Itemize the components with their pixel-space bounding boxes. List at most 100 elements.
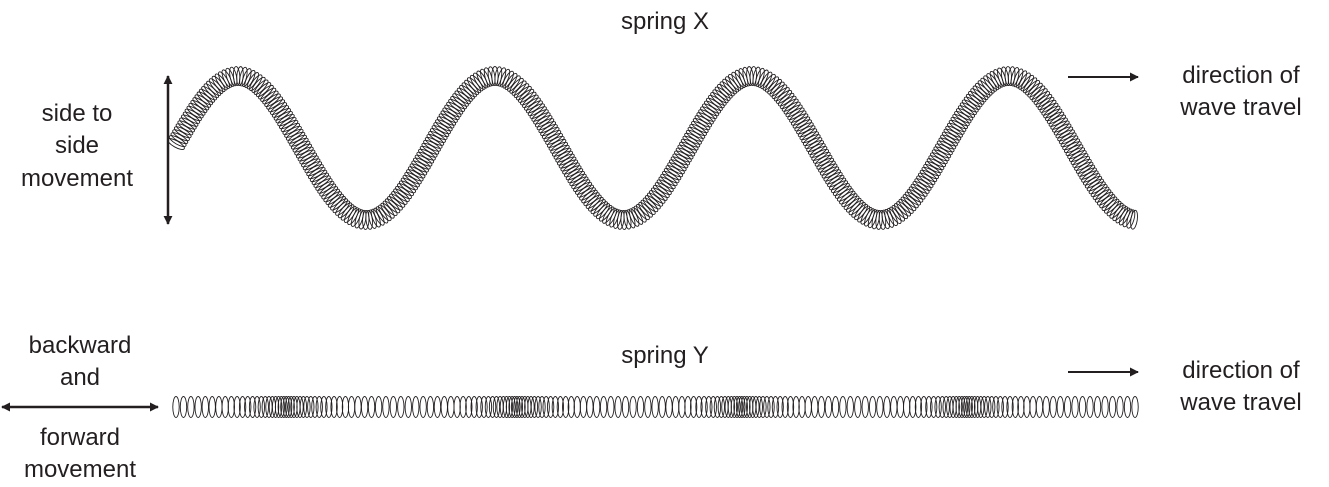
- spring-coil: [968, 396, 976, 418]
- spring-coil: [773, 87, 790, 102]
- spring-coil: [910, 183, 928, 197]
- spring-coil: [233, 396, 241, 418]
- spring-coil: [1041, 102, 1059, 116]
- spring-coil: [878, 210, 887, 230]
- backward-forward-line-2: and: [59, 364, 101, 392]
- spring-coil: [934, 396, 942, 418]
- spring-coil: [374, 396, 383, 418]
- spring-coil: [244, 396, 252, 418]
- spring-coil: [395, 185, 412, 200]
- spring-coil: [255, 82, 272, 98]
- spring-coil: [904, 191, 922, 206]
- spring-coil: [470, 396, 478, 418]
- spring-y-longitudinal: [172, 396, 1139, 418]
- spring-coil: [502, 396, 511, 418]
- spring-coil: [980, 396, 988, 418]
- spring-coil: [274, 396, 283, 418]
- spring-coil: [194, 396, 202, 418]
- spring-coil: [542, 396, 550, 418]
- spring-coil: [459, 396, 467, 418]
- spring-coil: [271, 396, 280, 418]
- spring-coil: [398, 180, 416, 194]
- spring-coil: [614, 396, 622, 418]
- spring-coil: [531, 109, 549, 122]
- spring-coil: [1037, 96, 1055, 111]
- spring-coil: [522, 94, 539, 108]
- spring-coil: [404, 396, 412, 418]
- spring-coil: [232, 66, 241, 86]
- spring-coil: [1020, 74, 1035, 92]
- spring-coil: [515, 86, 532, 101]
- spring-coil: [400, 177, 418, 191]
- spring-coil: [241, 68, 252, 88]
- spring-coil: [890, 396, 898, 418]
- spring-coil: [1001, 396, 1009, 418]
- spring-coil: [271, 105, 290, 118]
- backward-forward-line-3: forward: [39, 423, 121, 451]
- spring-coil: [248, 396, 257, 418]
- spring-coil: [287, 396, 295, 418]
- spring-coil: [264, 93, 281, 107]
- spring-coil: [771, 396, 780, 418]
- spring-coil: [781, 396, 789, 418]
- spring-coil: [221, 396, 229, 418]
- spring-coil: [752, 66, 761, 87]
- spring-coil: [389, 396, 397, 418]
- spring-coil: [280, 396, 288, 418]
- spring-coil: [1093, 396, 1102, 418]
- spring-coil: [958, 396, 966, 418]
- spring-coil: [296, 396, 304, 418]
- spring-coil: [354, 396, 362, 418]
- spring-coil: [1131, 396, 1139, 418]
- backward-forward-line-1: backward: [28, 332, 132, 359]
- spring-coil: [730, 396, 738, 418]
- spring-coil: [700, 396, 708, 418]
- spring-coil: [607, 396, 615, 418]
- spring-coil: [262, 90, 279, 105]
- spring-coil: [640, 199, 656, 215]
- spring-coil: [502, 70, 514, 89]
- spring-coil: [1010, 67, 1020, 87]
- spring-coil: [755, 396, 763, 418]
- spring-coil: [695, 396, 703, 418]
- spring-coil: [886, 207, 898, 227]
- spring-coil: [412, 396, 420, 418]
- spring-coil: [1049, 396, 1057, 418]
- spring-coil: [315, 396, 323, 418]
- spring-coil: [771, 84, 788, 99]
- spring-coil: [876, 396, 884, 418]
- spring-coil: [909, 396, 917, 418]
- spring-coil: [992, 396, 1000, 418]
- spring-coil: [1130, 209, 1138, 230]
- spring-coil: [733, 396, 741, 418]
- spring-coil: [527, 103, 545, 117]
- spring-coil: [779, 95, 797, 110]
- direction-line-1: direction of: [1182, 357, 1300, 384]
- spring-coil: [551, 396, 559, 418]
- spring-coil: [525, 100, 543, 114]
- spring-coil: [257, 396, 265, 418]
- spring-coil: [389, 193, 406, 208]
- spring-coil: [960, 396, 969, 418]
- direction-line-2: wave travel: [1180, 389, 1302, 417]
- spring-coil: [868, 396, 877, 418]
- spring-coil: [938, 396, 946, 418]
- spring-coil: [1007, 66, 1016, 87]
- direction-line-1: direction of: [1182, 62, 1300, 89]
- spring-coil: [299, 396, 308, 418]
- spring-coil: [925, 396, 933, 418]
- spring-coil: [499, 68, 511, 88]
- spring-coil: [900, 196, 917, 212]
- spring-coil: [1029, 396, 1037, 418]
- spring-coil: [593, 396, 601, 418]
- spring-coil: [382, 396, 390, 418]
- spring-coil: [785, 104, 803, 118]
- spring-coil: [172, 396, 180, 418]
- spring-coil: [898, 198, 914, 214]
- spring-y-direction-label: direction of wave travel: [1158, 355, 1324, 420]
- spring-coil: [671, 396, 680, 418]
- spring-coil: [1031, 88, 1048, 103]
- spring-coil: [988, 396, 996, 418]
- spring-coil: [760, 71, 773, 90]
- spring-coil: [419, 396, 427, 418]
